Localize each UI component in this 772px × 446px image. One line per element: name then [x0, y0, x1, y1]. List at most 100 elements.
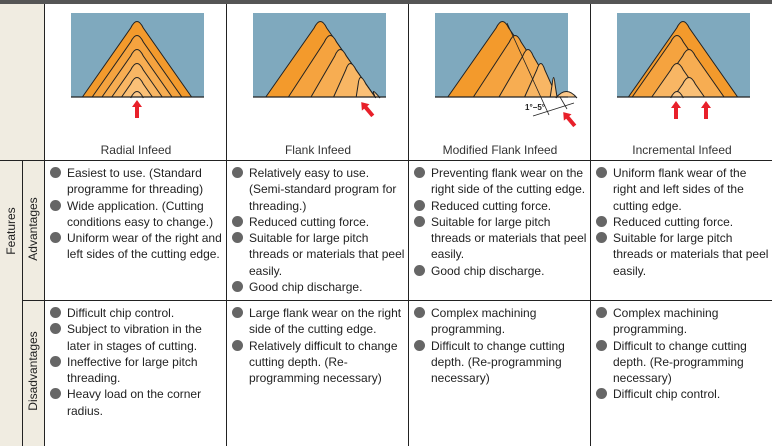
- divider: [226, 4, 227, 446]
- bullet-icon: [232, 232, 243, 244]
- bullet-icon: [232, 215, 243, 227]
- advantages-cell-radial: Easiest to use. (Standard programme for …: [45, 161, 227, 263]
- method-header-radial: Radial Infeed: [45, 4, 227, 160]
- bullet-icon: [232, 167, 243, 178]
- list-item: Suitable for large pitch threads or mate…: [414, 214, 587, 263]
- list-item: Good chip discharge.: [414, 263, 587, 279]
- list-item: Wide application. (Cutting conditions ea…: [50, 198, 223, 231]
- list-item: Reduced cutting force.: [414, 198, 587, 214]
- method-title: Incremental Infeed: [632, 143, 732, 157]
- bullet-icon: [50, 307, 61, 318]
- item-text: Heavy load on the corner radius.: [67, 387, 202, 418]
- disadvantages-cell-modified: Complex machining programming.Difficult …: [409, 301, 591, 386]
- bullet-icon: [50, 167, 61, 178]
- list-item: Uniform wear of the right and left sides…: [50, 230, 223, 263]
- item-text: Relatively easy to use. (Semi-standard p…: [249, 166, 397, 213]
- bullet-icon: [414, 199, 425, 211]
- item-text: Subject to vibration in the later in sta…: [67, 322, 202, 353]
- method-title: Flank Infeed: [284, 143, 352, 157]
- list-item: Preventing flank wear on the right side …: [414, 165, 587, 198]
- item-text: Reduced cutting force.: [431, 198, 552, 213]
- divider: [0, 160, 772, 161]
- item-text: Large flank wear on the right side of th…: [249, 306, 402, 337]
- list-item: Uniform flank wear of the right and left…: [596, 165, 769, 214]
- infeed-arrow-icon: [671, 101, 681, 119]
- item-text: Easiest to use. (Standard programme for …: [67, 166, 204, 197]
- bullet-icon: [50, 199, 61, 211]
- list-item: Ineffective for large pitch threading.: [50, 354, 223, 387]
- list-item: Easiest to use. (Standard programme for …: [50, 165, 223, 198]
- item-text: Difficult to change cutting depth. (Re-p…: [613, 338, 747, 386]
- divider: [22, 160, 23, 446]
- bullet-icon: [50, 355, 61, 367]
- list-item: Good chip discharge.: [232, 279, 405, 295]
- bullet-icon: [596, 215, 607, 227]
- divider: [22, 300, 772, 301]
- infeed-arrow-icon: [132, 100, 142, 118]
- list-item: Subject to vibration in the later in sta…: [50, 321, 223, 354]
- infeed-arrow-icon: [701, 101, 711, 119]
- bullet-icon: [596, 307, 607, 318]
- item-text: Suitable for large pitch threads or mate…: [613, 231, 769, 278]
- thread-infeed-diagram: [435, 13, 578, 128]
- item-text: Uniform flank wear of the right and left…: [613, 166, 747, 213]
- infeed-arrow-icon: [361, 102, 375, 118]
- item-text: Difficult to change cutting depth. (Re-p…: [431, 338, 565, 386]
- top-bar: [0, 0, 772, 4]
- bullet-icon: [50, 388, 61, 400]
- thread-infeed-diagram: [617, 13, 750, 119]
- item-text: Wide application. (Cutting conditions ea…: [67, 198, 214, 229]
- bullet-icon: [414, 339, 425, 351]
- item-text: Preventing flank wear on the right side …: [431, 166, 586, 197]
- item-text: Relatively difficult to change cutting d…: [249, 338, 398, 386]
- thread-infeed-diagram: [71, 13, 204, 118]
- item-text: Difficult chip control.: [613, 387, 721, 402]
- list-item: Complex machining programming.: [596, 305, 769, 338]
- divider: [408, 4, 409, 446]
- item-text: Suitable for large pitch threads or mate…: [431, 214, 587, 262]
- list-item: Relatively difficult to change cutting d…: [232, 338, 405, 387]
- method-header-flank: Flank Infeed: [227, 4, 409, 160]
- bullet-icon: [50, 323, 61, 335]
- list-item: Large flank wear on the right side of th…: [232, 305, 405, 338]
- bullet-icon: [232, 281, 243, 293]
- bullet-icon: [596, 232, 607, 244]
- advantages-cell-incremental: Uniform flank wear of the right and left…: [591, 161, 772, 279]
- list-item: Heavy load on the corner radius.: [50, 386, 223, 419]
- item-text: Good chip discharge.: [249, 280, 363, 295]
- list-item: Difficult chip control.: [50, 305, 223, 321]
- bullet-icon: [414, 307, 425, 318]
- bullet-icon: [50, 232, 61, 244]
- list-item: Suitable for large pitch threads or mate…: [232, 230, 405, 279]
- bullet-icon: [596, 339, 607, 351]
- item-text: Reduced cutting force.: [249, 214, 370, 229]
- list-item: Difficult to change cutting depth. (Re-p…: [596, 338, 769, 387]
- item-text: Difficult chip control.: [67, 306, 175, 320]
- thread-infeed-diagram: [253, 13, 386, 118]
- disadvantages-cell-incremental: Complex machining programming.Difficult …: [591, 301, 772, 403]
- disadvantages-label: Disadvantages: [26, 331, 40, 411]
- bullet-icon: [232, 307, 243, 318]
- list-item: Complex machining programming.: [414, 305, 587, 338]
- list-item: Suitable for large pitch threads or mate…: [596, 230, 769, 279]
- bullet-icon: [596, 167, 607, 178]
- method-title: Radial Infeed: [100, 143, 172, 157]
- item-text: Reduced cutting force.: [613, 214, 734, 229]
- disadvantages-cell-flank: Large flank wear on the right side of th…: [227, 301, 409, 386]
- bullet-icon: [596, 388, 607, 400]
- infeed-comparison-table: Features Advantages Disadvantages Radial…: [0, 4, 772, 446]
- disadvantages-cell-radial: Difficult chip control. Subject to vibrat…: [45, 301, 227, 419]
- bullet-icon: [414, 167, 425, 178]
- advantages-label: Advantages: [26, 197, 40, 261]
- list-item: Reduced cutting force.: [596, 214, 769, 230]
- method-header-modified: 1°−5°Modified Flank Infeed: [409, 4, 591, 160]
- advantages-cell-modified: Preventing flank wear on the right side …: [409, 161, 591, 279]
- bullet-icon: [232, 339, 243, 351]
- bullet-icon: [414, 215, 425, 227]
- method-title: Modified Flank Infeed: [442, 143, 558, 157]
- divider: [590, 4, 591, 446]
- method-header-incremental: Incremental Infeed: [591, 4, 772, 160]
- features-label: Features: [4, 207, 18, 255]
- divider: [44, 4, 45, 446]
- advantages-cell-flank: Relatively easy to use. (Semi-standard p…: [227, 161, 409, 295]
